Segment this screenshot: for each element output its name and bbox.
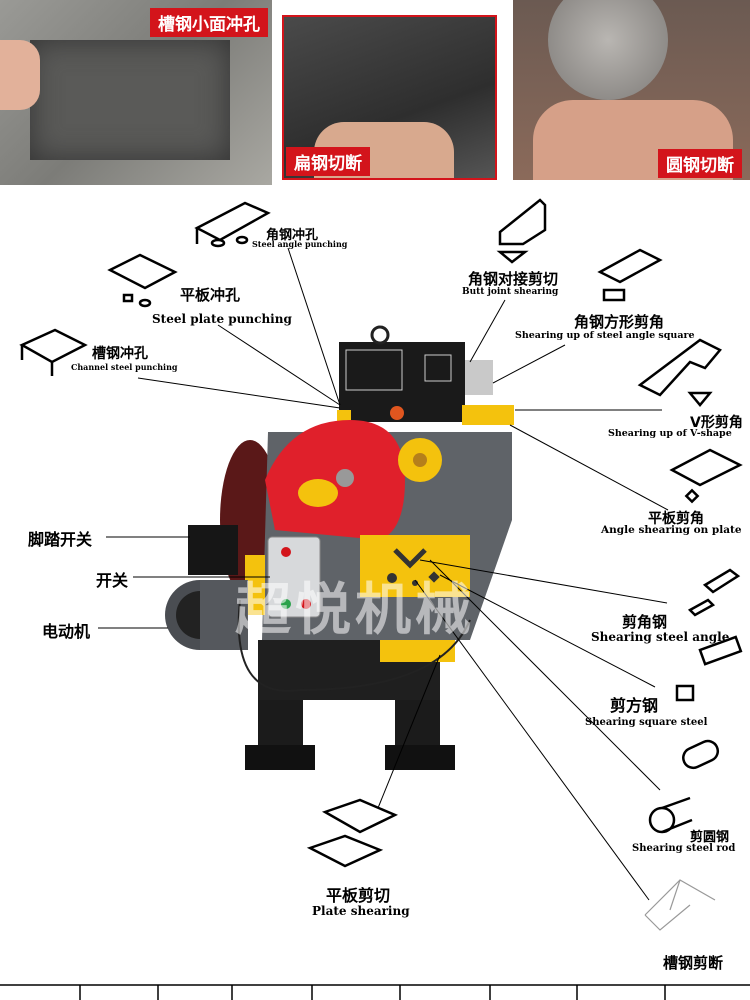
watermark: 超悦机械 [235, 578, 475, 643]
function-en: Shearing up of steel angle square [515, 330, 695, 341]
leader-lines [98, 247, 669, 901]
channel-cut-icon [644, 879, 716, 931]
function-en: Steel plate punching [152, 312, 292, 326]
label-switch: 开关 [96, 571, 129, 590]
plate-shear-icon [321, 798, 399, 834]
photo-flat-bar-cutting: 扁钢切断 [282, 15, 497, 180]
photo-channel-punching: 槽钢小面冲孔 [0, 0, 272, 185]
function-en: Channel steel punching [71, 362, 178, 372]
function-en: Shearing up of V-shape [608, 428, 732, 439]
photo-label: 槽钢小面冲孔 [150, 8, 268, 37]
function-cn: V形剪角 [690, 415, 743, 431]
butt-joint-icon [498, 198, 547, 246]
function-cn: 角钢对接剪切 [468, 270, 559, 288]
function-cn: 剪圆钢 [690, 830, 730, 845]
plate-punch-icon [107, 253, 178, 290]
round-bar-icon [682, 739, 720, 770]
function-cn: 平板剪切 [326, 886, 391, 905]
function-en: Shearing square steel [585, 717, 708, 728]
angle-punch-icon [194, 201, 271, 242]
channel-punch-icon [19, 328, 88, 364]
function-en: Shearing steel angle [591, 630, 730, 644]
function-en: Butt joint shearing [462, 287, 559, 297]
function-en: Plate shearing [312, 904, 410, 918]
function-cn: 平板冲孔 [180, 286, 241, 304]
spec-table-edge [0, 984, 750, 1000]
function-cn: 角钢冲孔 [266, 228, 319, 243]
function-cn: 角钢方形剪角 [574, 313, 665, 331]
square-steel-icon [698, 635, 743, 666]
function-cn: 槽钢剪断 [663, 954, 724, 972]
function-cn: 平板剪角 [648, 511, 704, 527]
v-shape-icon [637, 338, 722, 397]
photo-label: 扁钢切断 [286, 147, 370, 176]
round-bar [548, 0, 668, 100]
steel-angle-icon [702, 568, 741, 594]
label-foot-switch: 脚踏开关 [28, 530, 93, 549]
photo-label: 圆钢切断 [658, 149, 742, 178]
function-cn: 剪方钢 [610, 696, 659, 715]
label-motor: 电动机 [42, 622, 91, 641]
steel-block [30, 40, 230, 160]
part-icons [19, 198, 743, 868]
foot-switch [188, 525, 238, 575]
function-cn: 剪角钢 [622, 613, 668, 631]
angle-square-icon [597, 248, 663, 284]
function-cn: 槽钢冲孔 [92, 346, 148, 362]
function-en: Angle shearing on plate [601, 524, 742, 536]
function-en: Steel angle punching [252, 239, 348, 249]
plate-angle-icon [669, 448, 743, 487]
function-en: Shearing steel rod [632, 843, 736, 854]
red-guard [265, 420, 405, 540]
finger [0, 40, 40, 110]
photo-round-bar-cutting: 圆钢切断 [513, 0, 750, 180]
